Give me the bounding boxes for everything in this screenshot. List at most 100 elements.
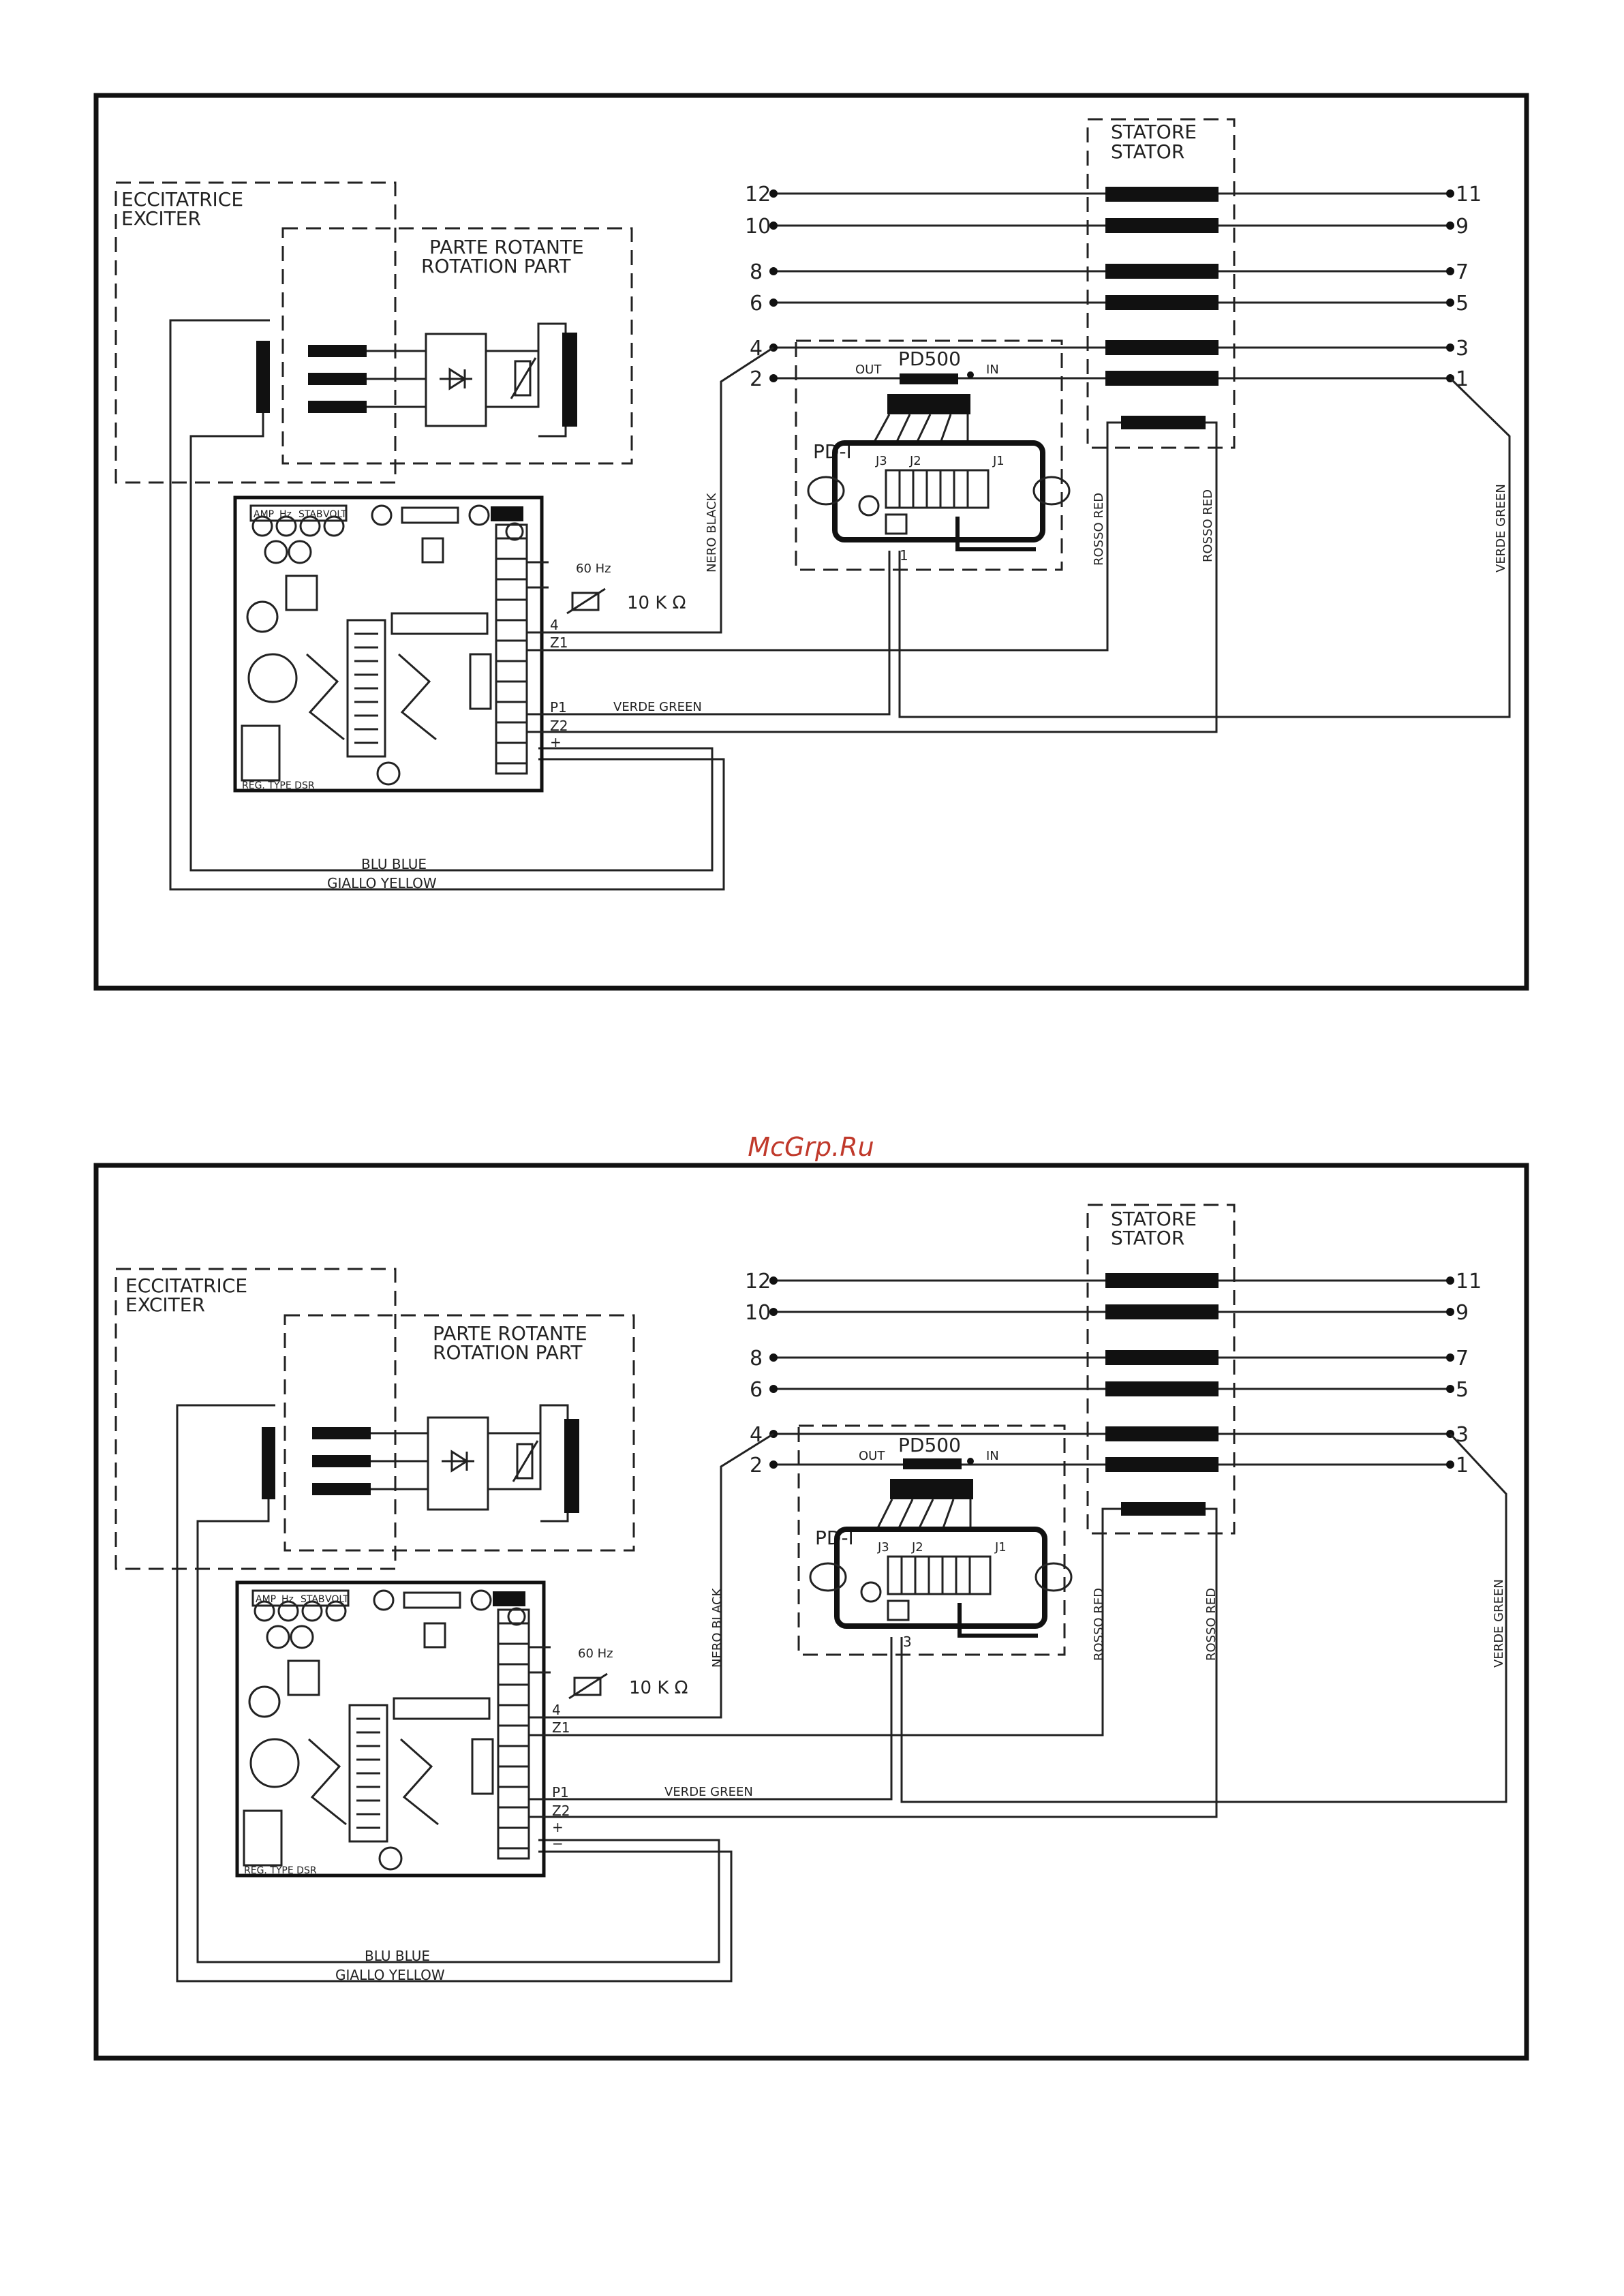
rotating-label-it: PARTE ROTANTE bbox=[429, 236, 584, 258]
rotating-part-box bbox=[284, 1314, 635, 1552]
terminal-7: 7 bbox=[1456, 1347, 1469, 1371]
exciter-field-coil bbox=[262, 1427, 275, 1499]
avr-board: AMP Hz STAB VOLT bbox=[235, 1580, 546, 1878]
exciter-box bbox=[114, 1268, 397, 1570]
pd1-card bbox=[834, 1527, 1047, 1629]
avr-top-label: VOLT bbox=[323, 509, 347, 520]
pd500-terminal-block bbox=[887, 394, 970, 414]
stator-label-en: STATOR bbox=[1111, 140, 1184, 163]
avr-pin-4: 4 bbox=[550, 617, 559, 633]
wire-red-2 bbox=[529, 1507, 1218, 1818]
avr-outline bbox=[235, 1580, 546, 1878]
wire-green-2 bbox=[898, 377, 1511, 718]
terminal-8: 8 bbox=[750, 1347, 763, 1371]
terminal-9: 9 bbox=[1456, 1301, 1469, 1325]
jumper-j3: J3 bbox=[877, 1540, 889, 1555]
terminal-4: 4 bbox=[750, 1423, 763, 1447]
stator-label-en: STATOR bbox=[1111, 1227, 1184, 1249]
wire-green-p1 bbox=[527, 551, 891, 716]
stator-winding bbox=[1105, 264, 1219, 279]
avr-pin-plus: + bbox=[550, 734, 562, 750]
jumper-j2: J2 bbox=[909, 454, 921, 468]
avr-trimmer-hz bbox=[275, 515, 297, 537]
avr-trimmer-stab bbox=[299, 515, 321, 537]
stator-lines bbox=[769, 187, 1454, 429]
stator-winding bbox=[1105, 1350, 1219, 1365]
rotating-part-box bbox=[281, 227, 633, 465]
stator-winding bbox=[1105, 1304, 1219, 1319]
exciter-label-en: EXCITER bbox=[125, 1294, 205, 1316]
stator-box bbox=[1086, 1204, 1236, 1535]
wire-label-blue: BLU BLUE bbox=[361, 856, 427, 872]
potentiometer-label: 10 K Ω bbox=[627, 593, 686, 613]
stator-winding bbox=[1105, 1426, 1219, 1441]
terminal-8: 8 bbox=[750, 260, 763, 284]
pd500-sensing-coil bbox=[900, 373, 958, 384]
pd500-out-label: OUT bbox=[859, 1449, 885, 1463]
pd500-in-label: IN bbox=[986, 1449, 999, 1463]
terminal-1: 1 bbox=[1456, 367, 1469, 391]
rotating-rectifier bbox=[427, 1416, 489, 1511]
wire-green-2 bbox=[900, 1433, 1507, 1803]
stator-winding bbox=[1105, 1381, 1219, 1396]
wire-label-blue: BLU BLUE bbox=[365, 1948, 430, 1964]
rotating-label-en: ROTATION PART bbox=[433, 1341, 583, 1364]
stator-winding bbox=[1105, 371, 1219, 386]
terminal-3: 3 bbox=[1456, 337, 1469, 361]
stator-winding bbox=[1105, 1273, 1219, 1288]
rotor-winding bbox=[312, 1455, 371, 1467]
jumper-j1: J1 bbox=[992, 454, 1005, 468]
varistor bbox=[514, 360, 532, 397]
wire-label-black: NERO BLACK bbox=[705, 492, 719, 572]
avr-pin-z1: Z1 bbox=[550, 634, 568, 651]
terminal-11: 11 bbox=[1456, 1270, 1482, 1294]
stator-winding bbox=[1105, 1457, 1219, 1472]
avr-top-label: VOLT bbox=[325, 1594, 349, 1605]
avr-trimmer-stab bbox=[301, 1600, 323, 1622]
terminal-1: 1 bbox=[1456, 1454, 1469, 1478]
terminal-2: 2 bbox=[750, 1454, 763, 1478]
pd500-box bbox=[797, 1424, 1066, 1656]
rotor-winding bbox=[312, 1427, 371, 1439]
terminal-9: 9 bbox=[1456, 215, 1469, 239]
avr-trimmer-volt bbox=[323, 515, 345, 537]
stator-box bbox=[1086, 118, 1236, 449]
wire-red-2 bbox=[527, 421, 1218, 733]
main-rotor-field bbox=[564, 1419, 579, 1513]
avr-pin-plus: + bbox=[552, 1819, 564, 1835]
wire-label-green-horizontal: VERDE GREEN bbox=[664, 1785, 753, 1799]
terminal-11: 11 bbox=[1456, 183, 1482, 206]
terminal-3: 3 bbox=[1456, 1423, 1469, 1447]
rotor-winding bbox=[308, 401, 367, 413]
terminal-6: 6 bbox=[750, 1378, 763, 1402]
pd1-card bbox=[832, 440, 1045, 542]
pd500-in-label: IN bbox=[986, 363, 999, 377]
stator-label-it: STATORE bbox=[1111, 121, 1197, 143]
terminal-6: 6 bbox=[750, 292, 763, 316]
pd500-label: PD500 bbox=[898, 1434, 961, 1456]
exciter-label-it: ECCITATRICE bbox=[125, 1274, 247, 1297]
wire-label-red-2: ROSSO RED bbox=[1201, 489, 1215, 562]
jumper-j3: J3 bbox=[875, 454, 887, 468]
avr-trimmer-volt bbox=[325, 1600, 347, 1622]
main-rotor-field bbox=[562, 333, 577, 427]
rotating-rectifier bbox=[425, 333, 487, 427]
stator-winding bbox=[1105, 187, 1219, 202]
avr-top-label: STAB bbox=[301, 1594, 325, 1605]
pd1-terminal-number: 3 bbox=[903, 1634, 912, 1650]
diagram-frame bbox=[93, 1163, 1529, 2061]
exciter-box bbox=[114, 181, 397, 484]
avr-board: AMP Hz STAB VOLT bbox=[233, 495, 544, 793]
wire-label-red-1: ROSSO RED bbox=[1092, 1588, 1106, 1661]
diode-icon bbox=[440, 367, 472, 391]
pd500-terminal-block bbox=[890, 1479, 973, 1499]
wire-label-green-horizontal: VERDE GREEN bbox=[613, 700, 702, 714]
pd1-trimmer bbox=[858, 495, 880, 517]
wire-red-1 bbox=[529, 1507, 1121, 1736]
avr-pin-z1: Z1 bbox=[552, 1719, 570, 1736]
varistor bbox=[516, 1443, 534, 1480]
diagram-frame bbox=[93, 93, 1529, 991]
avr-pin-p1: P1 bbox=[550, 699, 567, 716]
exciter-field-coil bbox=[256, 341, 270, 413]
aux-winding bbox=[1121, 416, 1206, 429]
